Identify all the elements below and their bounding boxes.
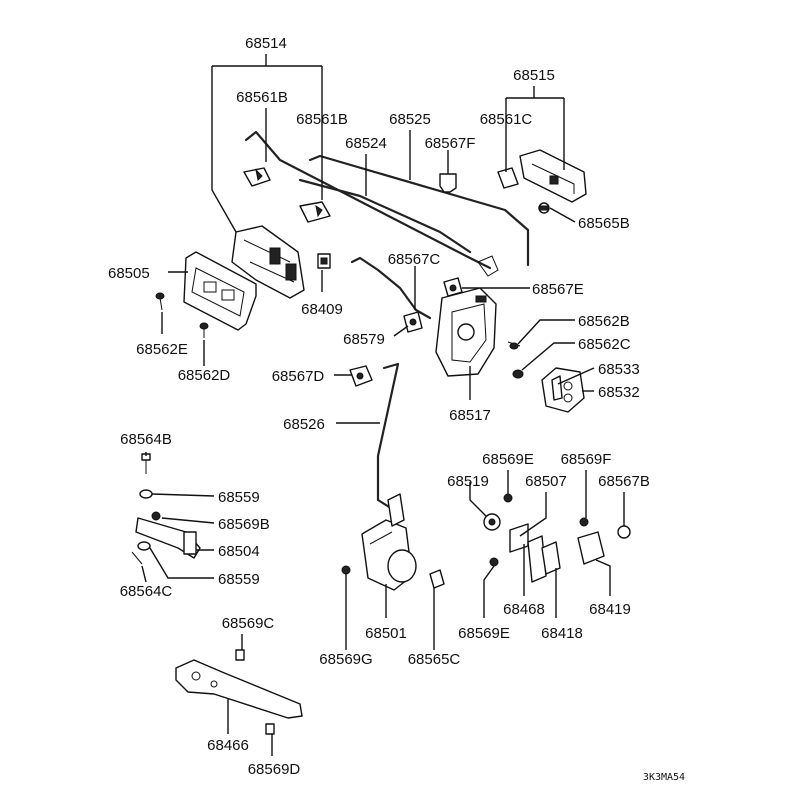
bolt-68564B[interactable] <box>141 453 151 474</box>
label-68561C: 68561C <box>480 111 533 128</box>
handle-cover-68505[interactable] <box>183 251 257 331</box>
bracket-68507[interactable] <box>509 523 529 553</box>
label-68409: 68409 <box>301 301 343 318</box>
label-68567B: 68567B <box>598 473 650 490</box>
label-68419: 68419 <box>589 601 631 618</box>
label-68567F: 68567F <box>425 135 476 152</box>
label-68519: 68519 <box>447 473 489 490</box>
part-labels: 68514 68561B 68561B 68525 68524 68567F 6… <box>108 35 650 778</box>
label-68466: 68466 <box>207 737 249 754</box>
label-68565B: 68565B <box>578 215 630 232</box>
inner-handle-bracket-68514[interactable] <box>231 225 305 299</box>
door-latch-68517[interactable] <box>435 255 499 377</box>
bracket-68466[interactable] <box>175 659 303 719</box>
label-68532: 68532 <box>598 384 640 401</box>
outer-handle-68515[interactable] <box>519 149 587 203</box>
label-68514: 68514 <box>245 35 287 52</box>
label-68504: 68504 <box>218 543 260 560</box>
label-68562D: 68562D <box>178 367 231 384</box>
bracket-68418[interactable] <box>541 541 561 575</box>
label-68569B: 68569B <box>218 516 270 533</box>
link-68504[interactable] <box>135 517 201 559</box>
label-68525: 68525 <box>389 111 431 128</box>
label-68569F: 68569F <box>561 451 612 468</box>
clip-68561B-upper[interactable] <box>243 167 271 187</box>
screw-68569E-upper[interactable] <box>503 493 513 503</box>
module-68419[interactable] <box>577 531 605 565</box>
label-68559-lower: 68559 <box>218 571 260 588</box>
clip-68567D[interactable] <box>349 365 373 387</box>
rod-68526[interactable] <box>376 362 400 512</box>
clip-68567E[interactable] <box>443 277 463 297</box>
label-68569E-upper: 68569E <box>482 451 534 468</box>
diagram-code: 3K3MA54 <box>643 772 685 783</box>
bolt-68569G[interactable] <box>341 565 351 575</box>
screw-68562B[interactable] <box>507 341 521 350</box>
door-lock-actuator-68501[interactable] <box>361 493 417 591</box>
bracket-68468[interactable] <box>527 535 547 583</box>
rod-68525[interactable] <box>244 130 530 270</box>
label-68567E: 68567E <box>532 281 584 298</box>
clip-68565C[interactable] <box>429 569 445 589</box>
washer-68559-upper[interactable] <box>139 489 153 499</box>
label-68562E: 68562E <box>136 341 188 358</box>
clip-68567F[interactable] <box>439 173 457 193</box>
screw-68562E[interactable] <box>155 292 165 311</box>
label-68579: 68579 <box>343 331 385 348</box>
clip-68567C[interactable] <box>403 311 423 333</box>
label-68468: 68468 <box>503 601 545 618</box>
label-68561B-left: 68561B <box>236 89 288 106</box>
label-68569G: 68569G <box>319 651 372 668</box>
label-68418: 68418 <box>541 625 583 642</box>
rod-68524[interactable] <box>298 178 472 254</box>
grommet-68519[interactable] <box>483 513 501 531</box>
washer-68559-lower[interactable] <box>137 541 151 551</box>
label-68564B: 68564B <box>120 431 172 448</box>
label-68517: 68517 <box>449 407 491 424</box>
label-68524: 68524 <box>345 135 387 152</box>
label-68569C: 68569C <box>222 615 275 632</box>
clip-68567B[interactable] <box>617 525 631 539</box>
label-68533: 68533 <box>598 361 640 378</box>
label-68561B-right: 68561B <box>296 111 348 128</box>
label-68569E-lower: 68569E <box>458 625 510 642</box>
clip-68409[interactable] <box>317 253 331 269</box>
bolt-68569D[interactable] <box>265 723 275 735</box>
pin-68564C[interactable] <box>131 551 143 565</box>
bolt-68569F[interactable] <box>579 517 589 527</box>
label-68526: 68526 <box>283 416 325 433</box>
label-68562B: 68562B <box>578 313 630 330</box>
label-68569D: 68569D <box>248 761 301 778</box>
label-68559-upper: 68559 <box>218 489 260 506</box>
label-68562C: 68562C <box>578 336 631 353</box>
screw-68569E-lower[interactable] <box>489 557 499 567</box>
label-68515: 68515 <box>513 67 555 84</box>
screw-68562D[interactable] <box>199 322 209 338</box>
shim-68533[interactable] <box>551 375 563 401</box>
bolt-68569B[interactable] <box>151 511 161 521</box>
label-68501: 68501 <box>365 625 407 642</box>
clip-68561C[interactable] <box>497 167 519 189</box>
rod-68579[interactable] <box>350 256 432 320</box>
label-68564C: 68564C <box>120 583 173 600</box>
bolt-68569C[interactable] <box>235 649 245 661</box>
label-68505: 68505 <box>108 265 150 282</box>
leader-lines <box>141 54 625 756</box>
clip-68561B-lower[interactable] <box>299 201 331 223</box>
bolt-68565B[interactable] <box>538 202 550 214</box>
screw-68562C[interactable] <box>512 369 524 379</box>
label-68567C: 68567C <box>388 251 441 268</box>
label-68567D: 68567D <box>272 368 325 385</box>
label-68507: 68507 <box>525 473 567 490</box>
label-68565C: 68565C <box>408 651 461 668</box>
